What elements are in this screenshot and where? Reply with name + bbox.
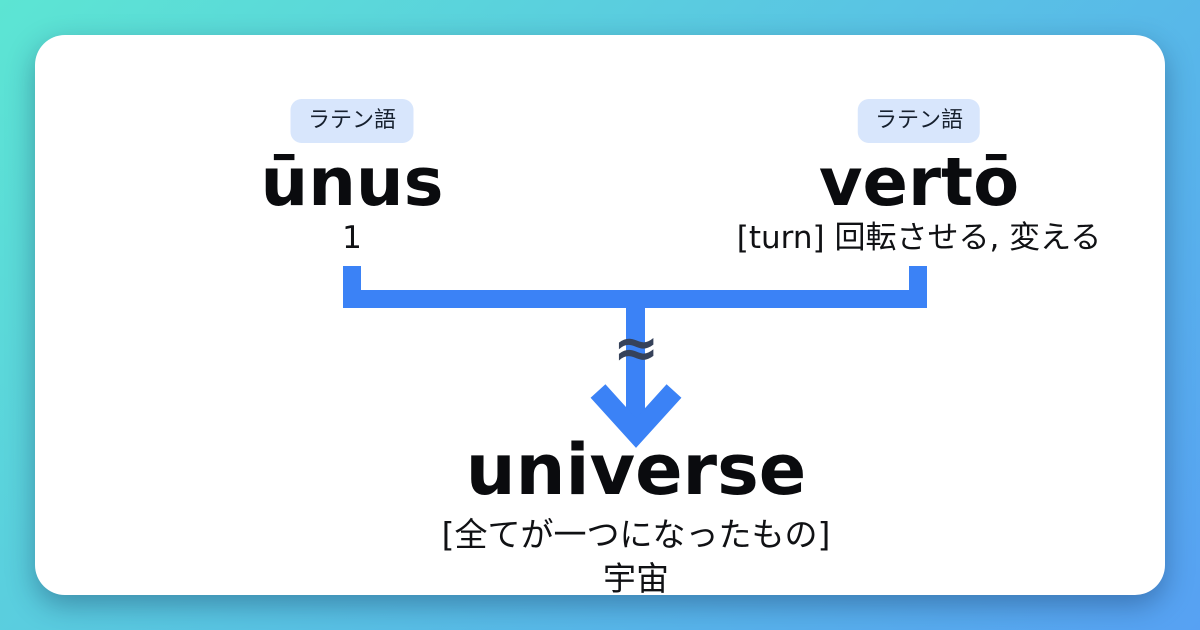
root-column-verto: ラテン語 vertō [turn] 回転させる, 変える [737, 99, 1101, 256]
root-word: ūnus [260, 143, 444, 221]
approximately-equal-symbol: ≈ [612, 315, 660, 380]
root-column-unus: ラテン語 ūnus 1 [260, 99, 444, 256]
arrow-shaft [626, 307, 645, 423]
down-arrow-icon [590, 384, 682, 448]
result-gloss-meaning: 宇宙 [603, 559, 669, 599]
result-block: universe [全てが一つになったもの] 宇宙 [441, 429, 831, 601]
etymology-card: ラテン語 ūnus 1 ラテン語 vertō [turn] 回転させる, 変える… [35, 35, 1165, 598]
language-badge: ラテン語 [857, 99, 981, 143]
bracket-bar [343, 290, 927, 308]
root-gloss: [turn] 回転させる, 変える [736, 220, 1102, 256]
root-word: vertō [818, 143, 1020, 221]
root-gloss: 1 [342, 220, 362, 256]
language-badge: ラテン語 [290, 99, 414, 143]
result-word: universe [465, 429, 807, 511]
result-gloss-literal: [全てが一つになったもの] [441, 514, 831, 554]
